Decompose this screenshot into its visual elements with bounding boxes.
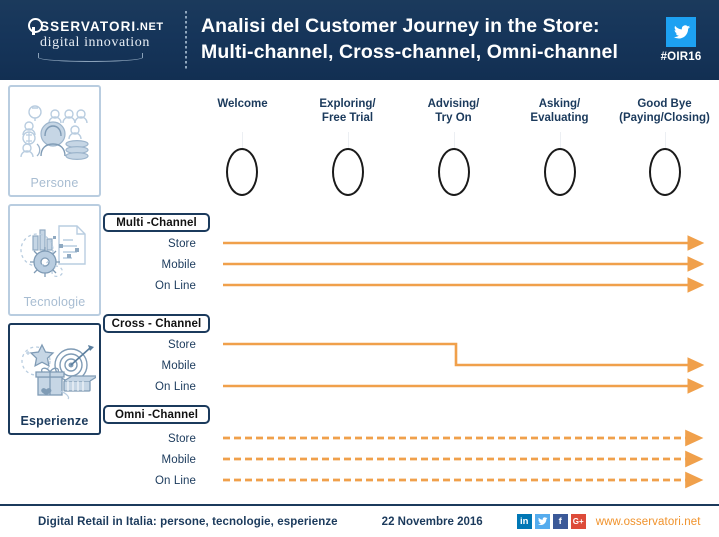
row-label-store: Store <box>168 238 196 250</box>
googleplus-glyph: G+ <box>572 517 584 526</box>
page-header: SSERVATORI .NET digital innovation Anali… <box>0 0 719 80</box>
footer-date: 22 Novembre 2016 <box>381 515 483 528</box>
sidebar-card-label: Esperienze <box>20 414 89 428</box>
footer-event-title: Digital Retail in Italia: persone, tecno… <box>38 515 338 528</box>
journey-stage-header: Exploring/ Free Trial <box>295 97 400 125</box>
twitter-hashtag-badge[interactable]: #OIR16 <box>649 17 713 63</box>
stage-label-line2: (Paying/Closing) <box>619 112 710 125</box>
sidebar-card-persone[interactable]: Persone <box>8 85 101 197</box>
stage-label-line1: Exploring/ <box>319 98 376 110</box>
multi-channel-arrows <box>223 235 705 293</box>
logo-suffix: .NET <box>136 20 164 33</box>
logo-swoosh-decoration <box>38 53 143 62</box>
stage-label-line2: Free Trial <box>321 112 374 125</box>
footer-social-links: in f G+ <box>516 514 586 529</box>
column-tick <box>454 132 455 148</box>
channel-box-multi[interactable]: Multi -Channel <box>103 213 210 232</box>
linkedin-icon[interactable]: in <box>516 514 532 529</box>
row-label-mobile: Mobile <box>161 360 196 372</box>
omni-channel-arrows <box>223 429 704 489</box>
footer-divider <box>0 504 719 506</box>
journey-stage-header: Asking/ Evaluating <box>507 97 612 125</box>
column-tick <box>560 132 561 148</box>
row-label-mobile: Mobile <box>161 259 196 271</box>
page-title: Analisi del Customer Journey in the Stor… <box>201 14 649 65</box>
arrow-cross-store-to-mobile <box>223 342 705 373</box>
row-label-store: Store <box>168 433 196 445</box>
googleplus-icon[interactable]: G+ <box>570 514 586 529</box>
location-pin-icon <box>28 18 43 35</box>
channel-box-cross[interactable]: Cross - Channel <box>103 314 210 333</box>
sidebar-card-label: Tecnologie <box>23 295 86 309</box>
page-footer: Digital Retail in Italia: persone, tecno… <box>0 506 719 537</box>
technology-gears-icon <box>10 206 99 295</box>
twitter-icon[interactable] <box>534 514 550 529</box>
stage-label-line1: Welcome <box>217 98 268 110</box>
column-tick <box>665 132 666 148</box>
page-title-line1: Analisi del Customer Journey in the Stor… <box>201 15 600 38</box>
stage-label-line1: Asking/ <box>538 98 581 110</box>
linkedin-glyph: in <box>519 516 529 527</box>
row-label-online: On Line <box>155 381 196 393</box>
column-tick <box>348 132 349 148</box>
stage-label-line2: Try On <box>435 112 472 125</box>
stage-oval <box>544 148 576 196</box>
hashtag-label: #OIR16 <box>660 51 702 63</box>
column-tick <box>242 132 243 148</box>
diagram-canvas: Persone <box>0 80 719 504</box>
stage-oval <box>226 148 258 196</box>
stage-oval <box>438 148 470 196</box>
experience-gift-icon <box>10 325 99 414</box>
row-label-store: Store <box>168 339 196 351</box>
journey-stage-header: Welcome <box>190 97 295 111</box>
stage-label-line2: Evaluating <box>530 112 589 125</box>
sidebar-card-label: Persone <box>30 176 79 190</box>
people-group-icon <box>10 87 99 176</box>
facebook-glyph: f <box>558 516 562 527</box>
page-title-line2: Multi-channel, Cross-channel, Omni-chann… <box>201 41 619 63</box>
brand-logo: SSERVATORI .NET digital innovation <box>0 18 185 62</box>
row-label-online: On Line <box>155 475 196 487</box>
sidebar-card-tecnologie[interactable]: Tecnologie <box>8 204 101 316</box>
footer-website-url[interactable]: www.osservatori.net <box>595 515 701 528</box>
stage-label-line1: Good Bye <box>637 98 692 110</box>
row-label-mobile: Mobile <box>161 454 196 466</box>
twitter-icon[interactable] <box>666 17 696 47</box>
cross-channel-arrows <box>223 342 705 394</box>
journey-stage-header: Advising/ Try On <box>401 97 506 125</box>
stage-oval <box>649 148 681 196</box>
journey-stage-header: Good Bye (Paying/Closing) <box>612 97 717 125</box>
sidebar-card-esperienze[interactable]: Esperienze <box>8 323 101 435</box>
stage-oval <box>332 148 364 196</box>
stage-label-line1: Advising/ <box>427 98 480 110</box>
logo-tagline: digital innovation <box>40 35 150 50</box>
header-dotted-divider <box>185 11 187 69</box>
logo-name: SSERVATORI <box>40 19 137 34</box>
facebook-icon[interactable]: f <box>552 514 568 529</box>
logo-wordmark: SSERVATORI .NET <box>28 18 185 35</box>
channel-box-omni[interactable]: Omni -Channel <box>103 405 210 424</box>
row-label-online: On Line <box>155 280 196 292</box>
